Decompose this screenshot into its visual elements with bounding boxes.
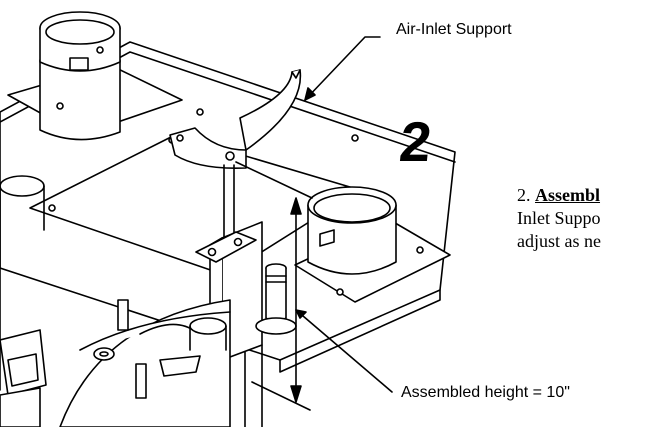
dimension-bottom-line (251, 381, 311, 411)
dimension-top-line (235, 161, 313, 199)
air-inlet-support-bracket (169, 69, 302, 170)
left-pipe (0, 175, 45, 391)
right-inlet-collar (294, 186, 451, 303)
back-left-outlet (7, 11, 183, 141)
air-inlet-leader (304, 36, 381, 101)
height-leader (295, 309, 393, 393)
control-module (0, 329, 47, 427)
dimension-arrow-top (290, 197, 302, 215)
step-prefix: 2. (517, 185, 535, 205)
step-number-graphic: 2 (396, 110, 435, 173)
dimension-arrow-bottom (290, 385, 302, 403)
step-line-3: adjust as ne (517, 231, 601, 251)
air-inlet-support-label: Air-Inlet Support (396, 21, 512, 38)
support-post (223, 164, 235, 241)
air-inlet-arrowhead (304, 87, 316, 101)
step-line-2: Inlet Suppo (517, 208, 601, 228)
assembled-height-label: Assembled height = 10" (401, 384, 570, 401)
step-line-1: 2. Assembl (517, 184, 600, 207)
step-title: Assembl (535, 185, 601, 205)
